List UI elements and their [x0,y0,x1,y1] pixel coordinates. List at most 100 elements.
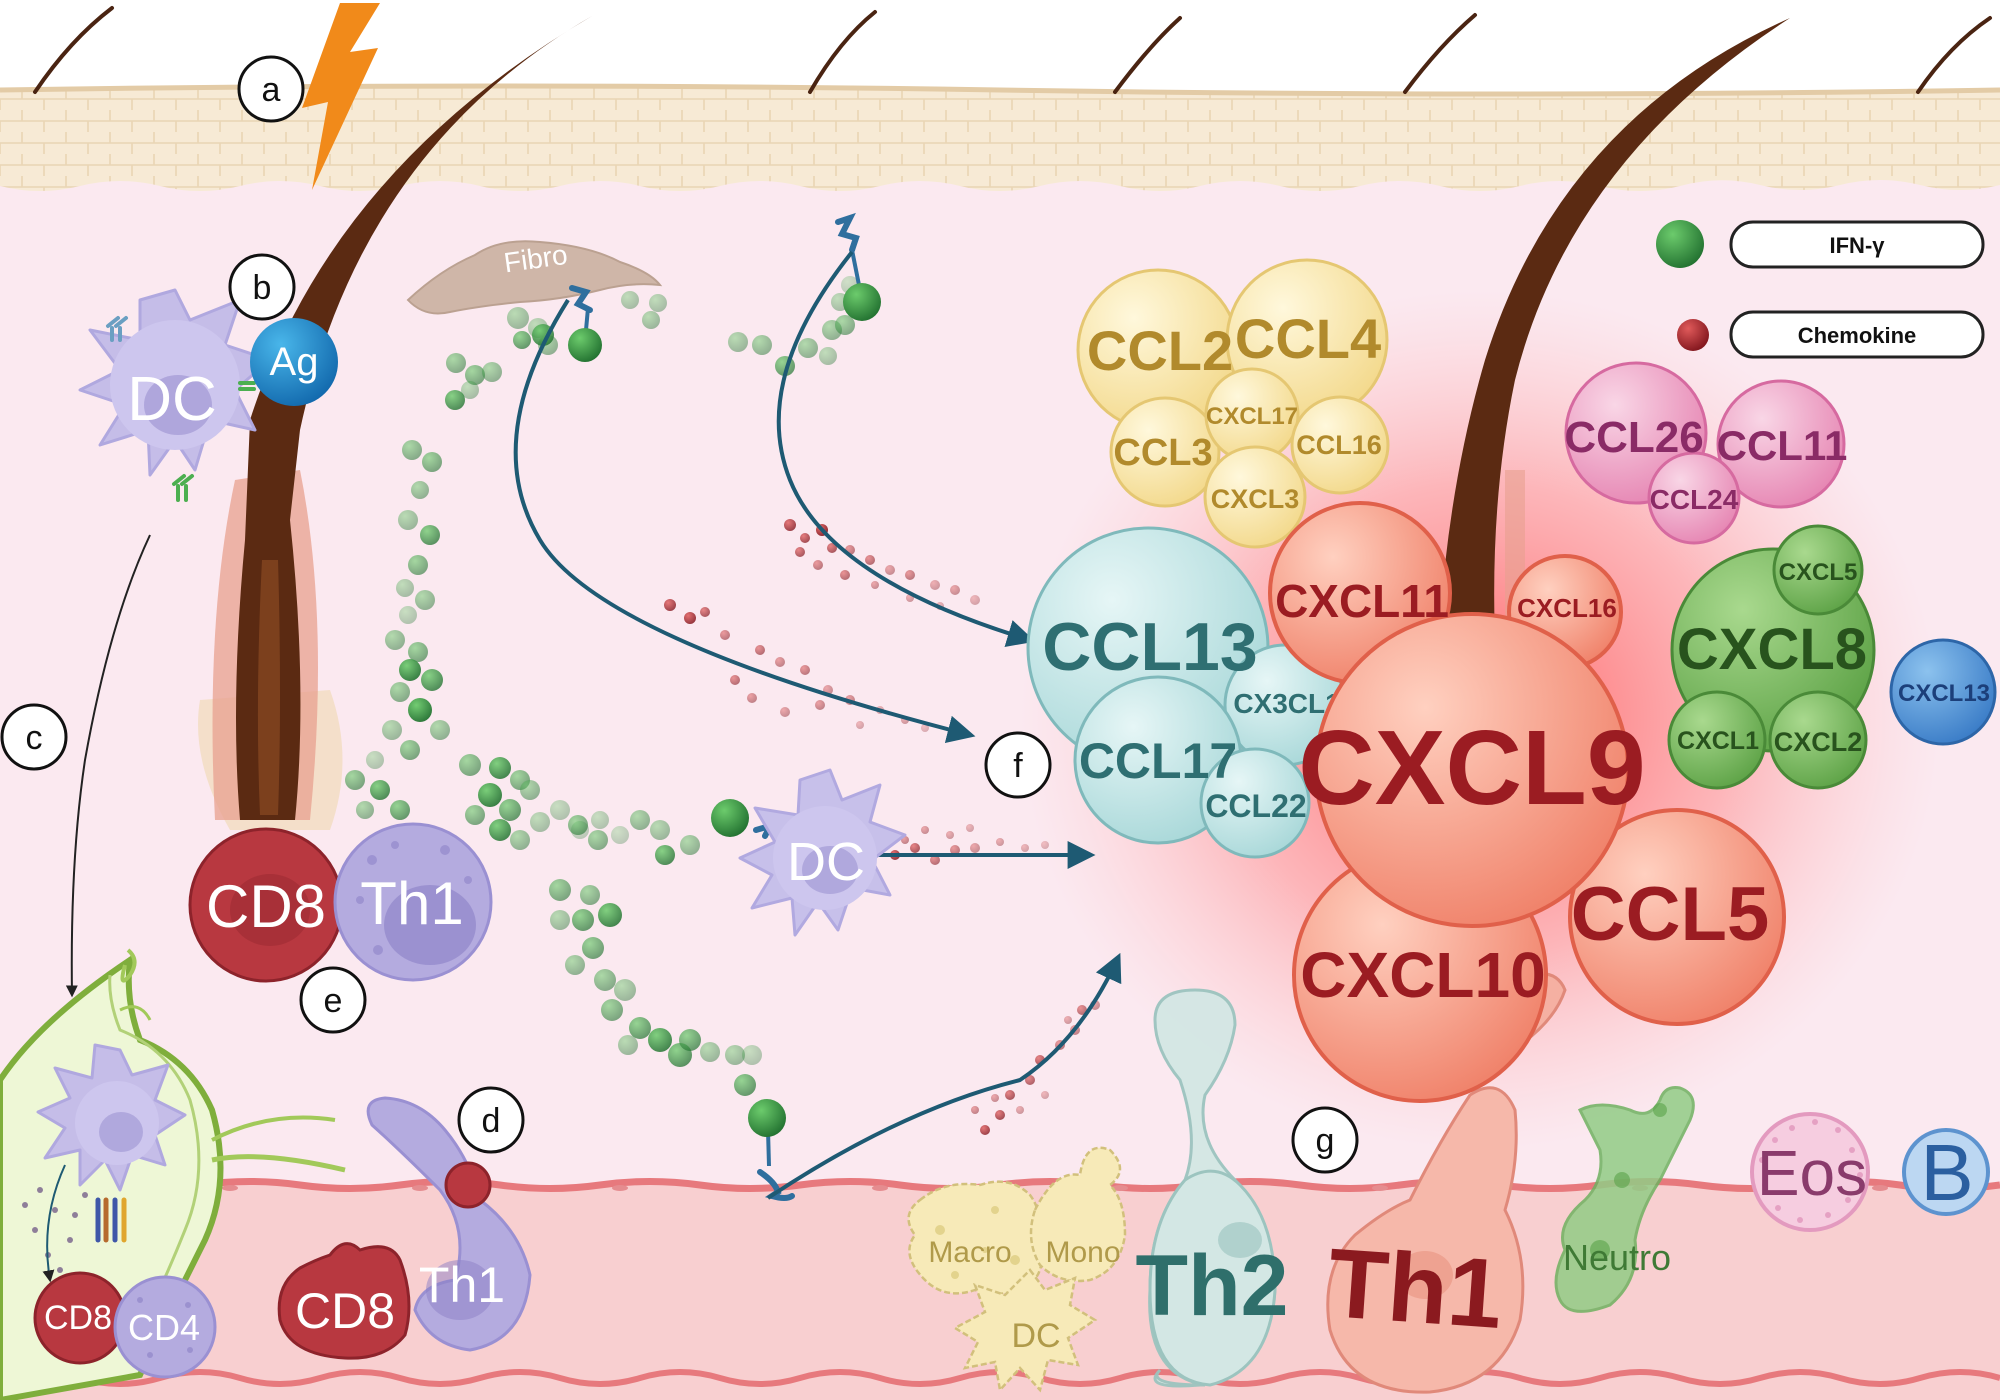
ifng-dot [478,783,502,807]
eos-label: Eos [1757,1137,1867,1209]
signal-arrows [513,250,1122,1200]
chemokine-dot [815,700,825,710]
chemokine-dot [720,630,730,640]
chemokine-ccl13: CCL13 [1042,609,1257,685]
ifng-dot [642,311,660,329]
ifng-dot [399,606,417,624]
chemokine-dot [996,838,1004,846]
marker-c: c [26,719,43,757]
chemokine-dot [775,657,785,667]
ifng-dot [580,885,600,905]
ifng-dot [445,390,465,410]
chemokine-ccl16: CCL16 [1296,430,1382,460]
chemokine-dot [991,1094,999,1102]
ifng-dot [513,331,531,349]
ifng-dot [465,805,485,825]
ifng-dot [630,810,650,830]
chemokine-dot [684,612,696,624]
ifng-dot [549,879,571,901]
ifng-dot [532,324,554,346]
ifng-dot [598,903,622,927]
ifng-dot [734,1074,756,1096]
chemokine-dot [1064,1016,1072,1024]
ifng-dot [650,820,670,840]
th2-big-label: Th2 [1136,1238,1289,1334]
chemokine-cxcl13: CXCL13 [1898,680,1990,707]
ifng-dot [649,294,667,312]
ifng-dot [489,757,511,779]
chemokine-dot [910,843,920,853]
fibroblast-cell [406,240,663,315]
ifng-dot [530,812,550,832]
cd8-skin-label: CD8 [206,873,326,940]
migration-arrow [65,534,151,998]
antigen-ball [250,318,338,406]
ifng-dot [742,1045,762,1065]
blue-chemokine-ball [1889,638,1997,746]
marker-e: e [324,982,343,1020]
chemokine-dot [730,675,740,685]
ifng-dot [588,830,608,850]
ifng-dot [422,452,442,472]
ifng-dot [396,579,414,597]
ifng-dot [510,830,530,850]
b-cell [1902,1128,1990,1216]
marker-b: b [253,269,272,307]
ifng-dot [582,937,604,959]
chemokine-cxcl17: CXCL17 [1206,403,1298,430]
th1-skin-label: Th1 [360,870,463,937]
ifng-dot [366,751,384,769]
ifng-dot [655,845,675,865]
monocyte-cell [1029,1146,1127,1283]
cd8-cell-vessel [277,1242,411,1360]
ifng-dot [798,338,818,358]
ifng-dot [421,669,443,691]
step-markers: a b c d e f g [0,55,1359,1174]
chemokine-dots [664,519,1100,1135]
endothelial-nuclei [222,1185,1888,1191]
chemokine-dot [827,543,837,553]
pink-chemokine-cluster [1564,361,1846,545]
chemokine-ccl2: CCL2 [1087,319,1233,382]
ifng-dot [390,800,410,820]
mono-label: Mono [1045,1236,1120,1269]
chemokine-dot [795,547,805,557]
lightning-icon [302,3,380,190]
legend: IFN-γ Chemokine [1656,220,1985,359]
ifng-dot [601,999,623,1021]
dc-skin-label: DC [127,365,217,434]
chemokine-dot [784,519,796,531]
macrophage-cell [907,1180,1043,1296]
ifng-legend-label: IFN-γ [1830,233,1886,258]
ifng-dot [614,979,636,1001]
ifng-dot [402,440,422,460]
ifng-dot [430,720,450,740]
ifng-dot [415,590,435,610]
chemokine-dot [1021,844,1029,852]
ifng-dot [819,347,837,365]
ifng-dot [399,659,421,681]
ifng-dot [568,815,588,835]
ifng-dot [565,955,585,975]
th1-cell-big [1326,1086,1525,1394]
chemokine-dot [950,845,960,855]
cd8-vessel-label: CD8 [295,1283,395,1339]
ifng-dot [446,353,466,373]
ifng-dot [550,800,570,820]
chemokine-legend-swatch [1677,319,1709,351]
chemokine-dot [700,607,710,617]
chemokine-dot [921,826,929,834]
chemokine-dot [995,1110,1005,1120]
chemokine-cxcl9: CXCL9 [1298,709,1646,827]
chemokine-cxcl10: CXCL10 [1300,939,1545,1011]
chemokine-ccl11: CCL11 [1717,422,1848,469]
red-chemokine-cluster [1268,501,1786,1103]
ifng-dot [345,770,365,790]
ifng-dot [835,315,855,335]
green-chemokine-cluster [1667,524,1876,790]
chemokine-dot [1077,1005,1087,1015]
ifng-dot [398,510,418,530]
ag-label: Ag [270,340,319,384]
receptor-icons-skin [106,316,256,502]
